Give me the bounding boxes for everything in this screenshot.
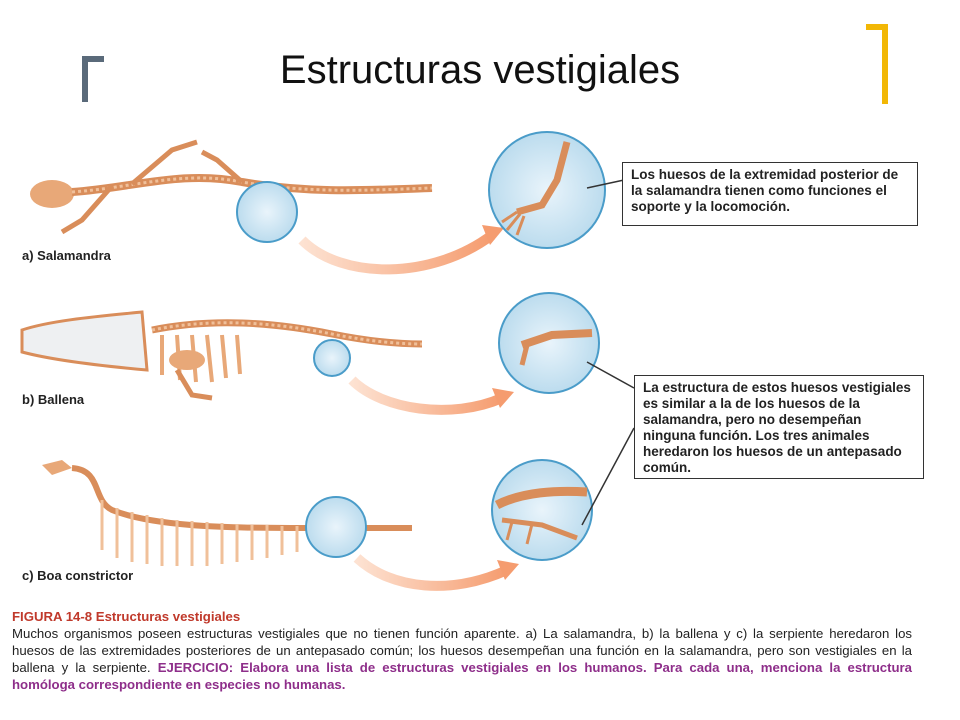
caption-body: Muchos organismos poseen estructuras ves… [12, 626, 912, 675]
slide-title: Estructuras vestigiales [279, 48, 681, 92]
whale-skeleton [20, 310, 423, 401]
panel-label-salamandra: a) Salamandra [22, 248, 111, 263]
whale-limb-closeup [498, 292, 600, 394]
skeleton-diagram [20, 131, 635, 591]
callout-salamander-function: Los huesos de la extremidad posterior de… [622, 162, 918, 226]
salamander-arrow [298, 230, 495, 275]
panel-label-boa: c) Boa constrictor [22, 568, 134, 583]
callout-vestigial-explanation: La estructura de estos huesos vestigiale… [634, 375, 924, 479]
caption-exercise: EJERCICIO: Elabora una lista de estructu… [12, 660, 913, 692]
whale-arrow [348, 376, 505, 415]
caption-title: FIGURA 14-8 Estructuras vestigiales [12, 609, 241, 624]
salamander-zoom-circle [236, 181, 298, 243]
boa-arrow [353, 554, 510, 591]
panel-label-ballena: b) Ballena [22, 392, 85, 407]
whale-zoom-circle [313, 339, 351, 377]
boa-limb-closeup [491, 459, 593, 561]
boa-zoom-circle [305, 496, 367, 558]
figure-caption: FIGURA 14-8 Estructuras vestigiales Much… [12, 608, 912, 693]
right-bracket-accent [866, 24, 888, 104]
boa-skeleton [42, 460, 412, 566]
salamander-skeleton [30, 139, 433, 235]
figure-illustration: a) Salamandra b) Ballena c) Boa constric… [12, 130, 948, 600]
left-bracket-accent [82, 56, 104, 102]
